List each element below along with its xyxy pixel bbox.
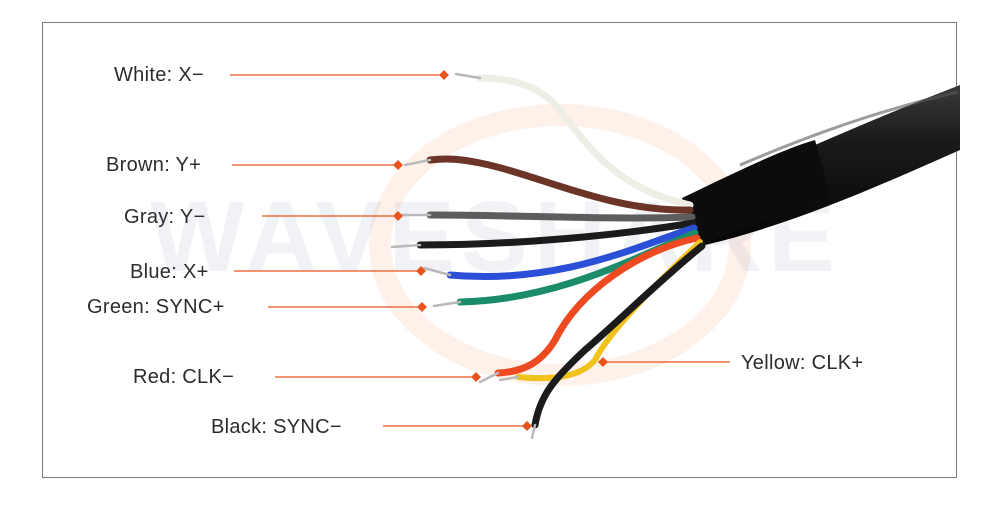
- label-brown: Brown: Y+: [106, 154, 202, 176]
- blue-wire: [446, 224, 698, 281]
- white-wire: [476, 74, 694, 209]
- brown-wire: [426, 155, 694, 214]
- label-black: Black: SYNC−: [211, 416, 342, 438]
- wire-tips: [390, 72, 537, 440]
- black-wire-2: [416, 219, 697, 249]
- red-wire: [494, 234, 701, 377]
- heat-shrink-sleeve: [682, 140, 830, 245]
- gray-wire: [426, 211, 696, 222]
- label-yellow: Yellow: CLK+: [741, 352, 864, 374]
- cable-jacket-highlight: [739, 90, 959, 167]
- leader-marker-gray: [393, 211, 403, 221]
- label-red: Red: CLK−: [133, 366, 235, 388]
- leader-marker-white: [439, 70, 449, 80]
- leader-marker-red: [471, 372, 481, 382]
- label-gray: Gray: Y−: [124, 206, 206, 228]
- leader-lines: [230, 70, 730, 431]
- black-wire: [531, 242, 706, 429]
- leader-marker-blue: [416, 266, 426, 276]
- label-white: White: X−: [114, 64, 204, 86]
- label-green: Green: SYNC+: [87, 296, 225, 318]
- leader-marker-black: [522, 421, 532, 431]
- leader-marker-yellow: [598, 357, 608, 367]
- leader-marker-green: [417, 302, 427, 312]
- label-blue: Blue: X+: [130, 261, 209, 283]
- leader-marker-brown: [393, 160, 403, 170]
- image-frame: [42, 22, 957, 478]
